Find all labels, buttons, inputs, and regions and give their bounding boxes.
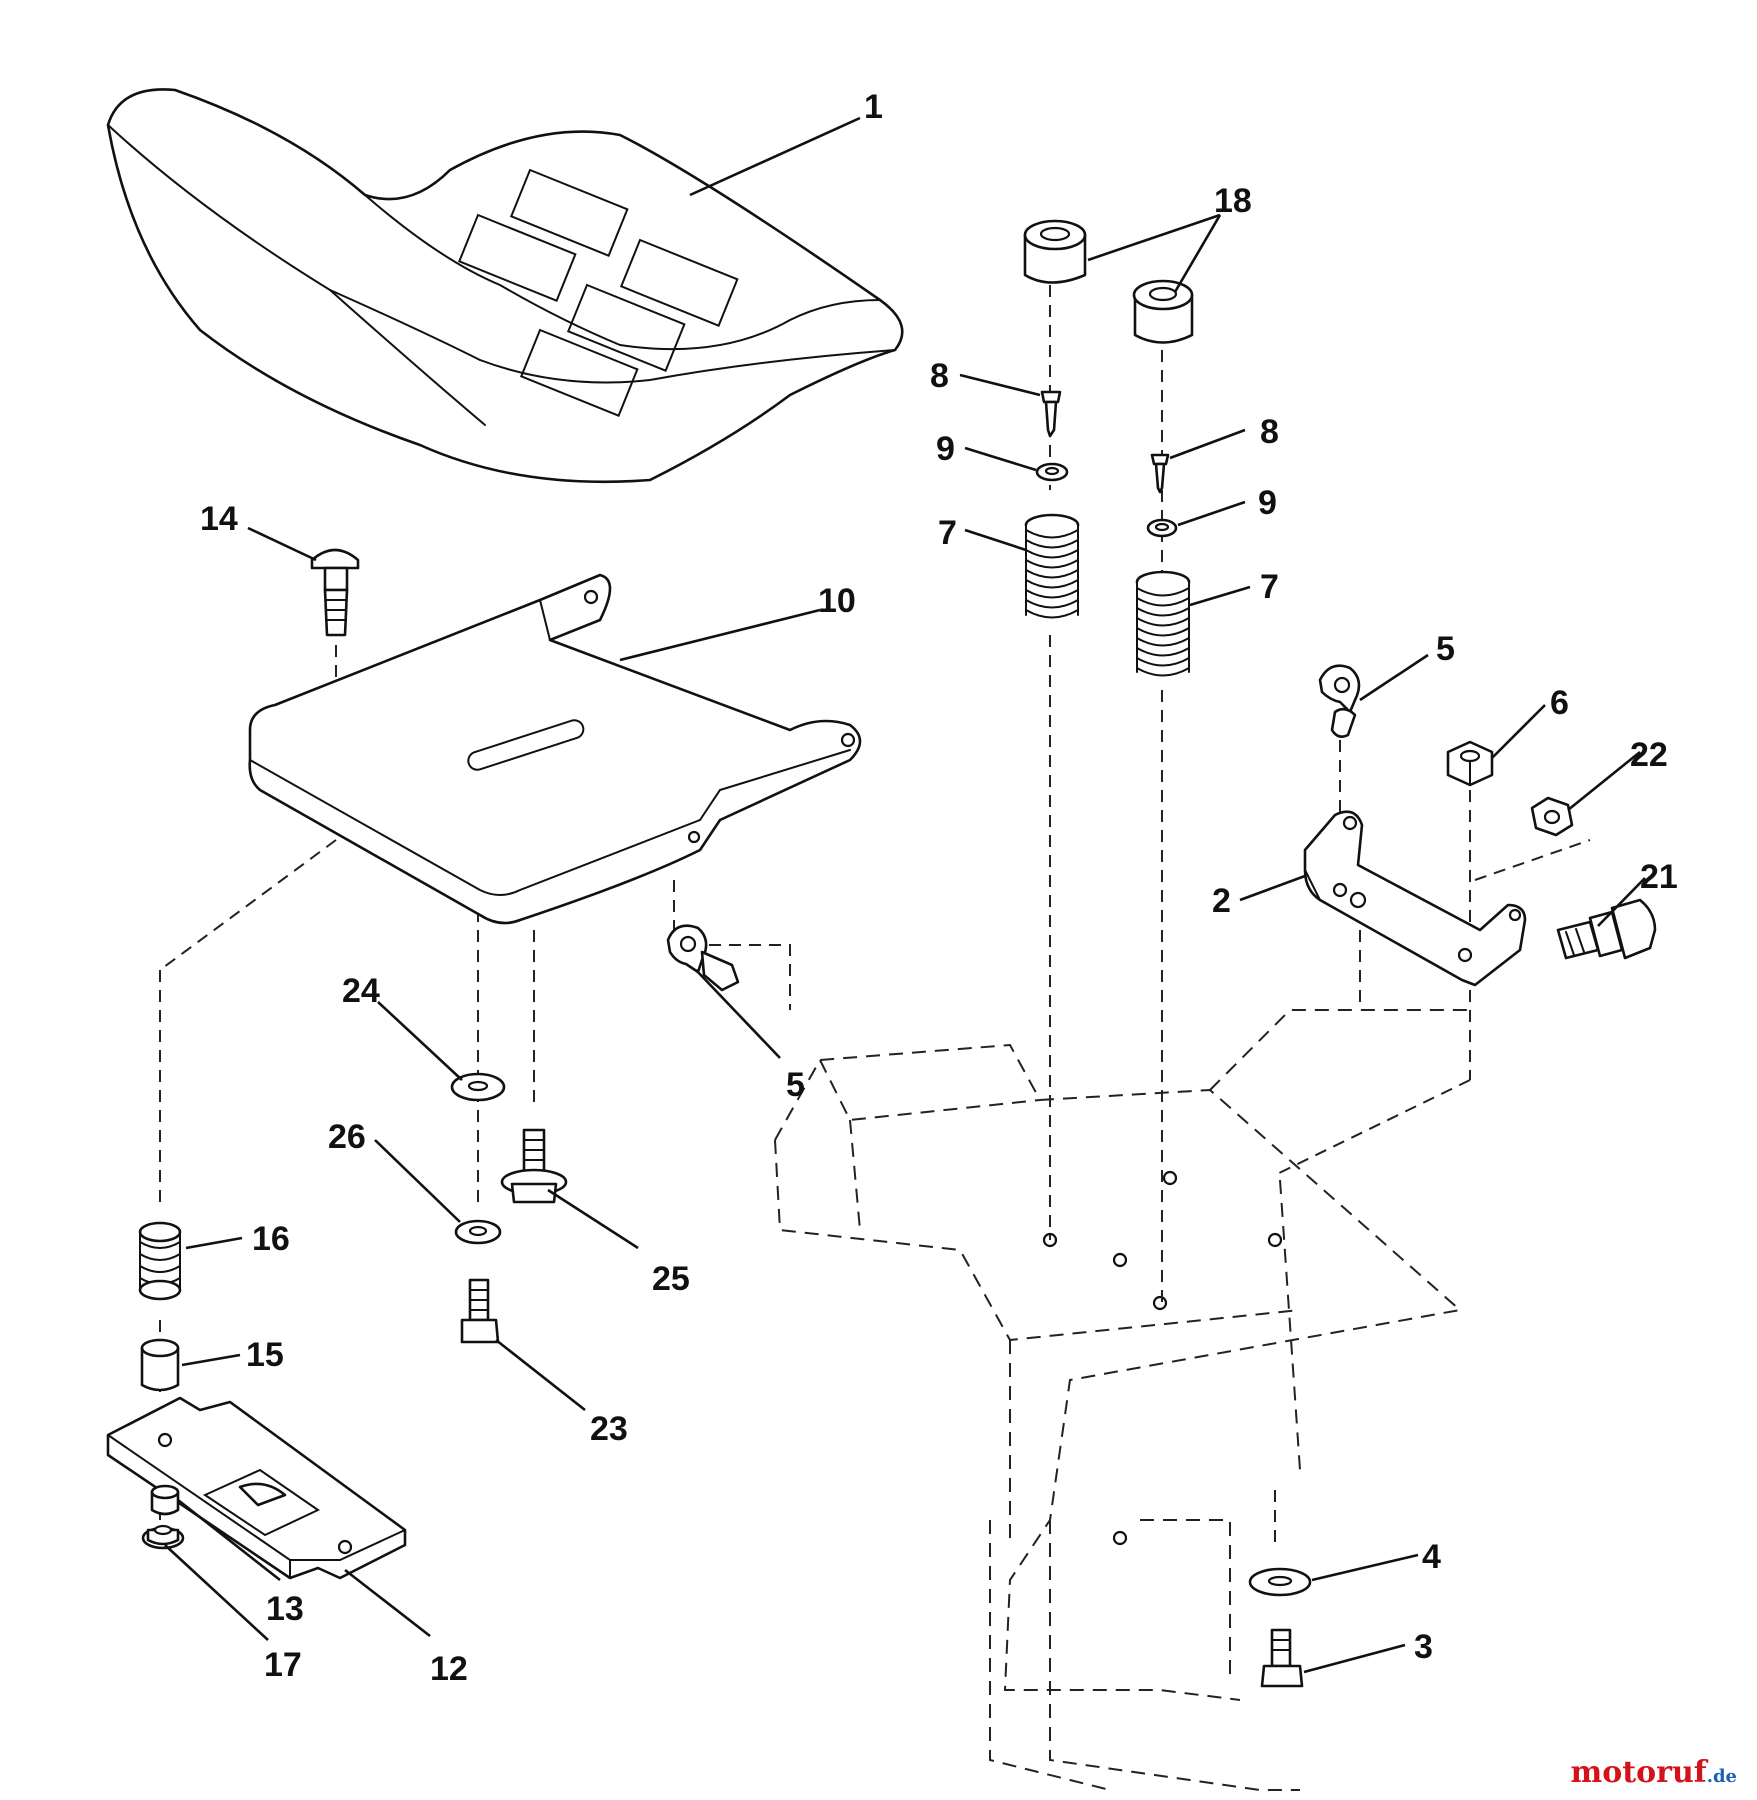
watermark-brand: motoruf — [1570, 1755, 1707, 1790]
callout-5-upper: 5 — [1436, 630, 1455, 668]
callout-1: 1 — [864, 88, 883, 126]
callout-26: 26 — [328, 1118, 366, 1156]
callout-13: 13 — [266, 1590, 304, 1628]
seat-cushion — [106, 88, 904, 484]
hex-nut — [1530, 796, 1574, 837]
callout-25: 25 — [652, 1260, 690, 1298]
mounting-plate — [106, 1396, 407, 1580]
callout-labels: 1 18 8 8 9 9 7 7 14 10 5 5 6 22 2 21 24 … — [200, 88, 1678, 1688]
spacer-15 — [140, 1338, 180, 1392]
spring-right — [1135, 570, 1191, 682]
nut-13 — [150, 1484, 180, 1516]
washer-left — [1035, 462, 1069, 482]
callout-18: 18 — [1214, 182, 1252, 220]
bushing-left — [1023, 219, 1087, 284]
carriage-bolt — [310, 548, 360, 637]
callout-12: 12 — [430, 1650, 468, 1688]
callout-7-right: 7 — [1260, 568, 1279, 606]
watermark-logo: motoruf.de — [1571, 1755, 1737, 1790]
callout-2: 2 — [1212, 882, 1231, 920]
callout-3: 3 — [1414, 1628, 1433, 1666]
bolt-3 — [1260, 1628, 1304, 1688]
lock-washer-26 — [454, 1219, 502, 1245]
callout-leaders — [164, 116, 1646, 1674]
tractor-frame-outline — [774, 1009, 1470, 1791]
hex-bolt-23 — [460, 1278, 500, 1344]
callout-24: 24 — [342, 972, 380, 1010]
bushing-right — [1132, 279, 1194, 344]
callout-7-left: 7 — [938, 514, 957, 552]
clip-lower — [666, 924, 740, 992]
shoulder-bolt — [1556, 898, 1657, 960]
seat-pan — [248, 573, 862, 925]
pin-right — [1150, 453, 1170, 494]
washer-right — [1146, 518, 1178, 538]
seat-bracket — [1303, 810, 1527, 987]
lock-nut — [1446, 740, 1494, 787]
callout-22: 22 — [1630, 736, 1668, 774]
callout-6: 6 — [1550, 684, 1569, 722]
callout-10: 10 — [818, 582, 856, 620]
watermark-suffix: .de — [1706, 1766, 1737, 1787]
callout-9-left: 9 — [936, 430, 955, 468]
seat-spring-16 — [138, 1221, 182, 1301]
washer-4 — [1248, 1567, 1312, 1597]
callout-21: 21 — [1640, 858, 1678, 896]
callout-23: 23 — [590, 1410, 628, 1448]
spring-left — [1024, 513, 1080, 625]
callout-16: 16 — [252, 1220, 290, 1258]
callout-9-right: 9 — [1258, 484, 1277, 522]
callout-17: 17 — [264, 1646, 302, 1684]
flat-washer-24 — [450, 1072, 506, 1102]
callout-8-right: 8 — [1260, 413, 1279, 451]
clip-upper — [1318, 664, 1361, 738]
flange-bolt-25 — [500, 1128, 568, 1204]
callout-15: 15 — [246, 1336, 284, 1374]
callout-4: 4 — [1422, 1538, 1441, 1576]
flange-nut-17 — [141, 1524, 185, 1550]
callout-14: 14 — [200, 500, 238, 538]
callout-8-left: 8 — [930, 357, 949, 395]
pin-left — [1040, 390, 1062, 438]
callout-5-lower: 5 — [786, 1066, 805, 1104]
